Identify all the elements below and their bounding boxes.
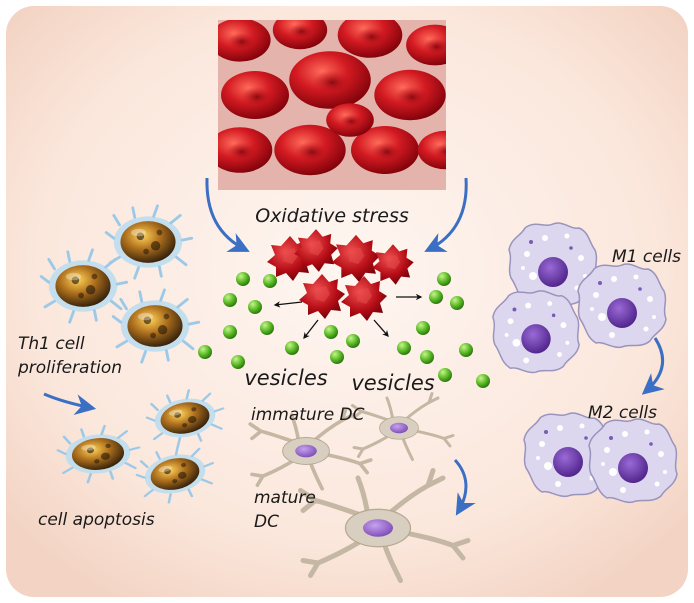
vesicle-icon [223,325,237,339]
m1-cells-label: M1 cells [612,247,681,267]
vesicle-icon [450,296,464,310]
vesicle-icon [438,368,452,382]
vesicle-icon [223,293,237,307]
vesicle-icon [231,355,245,369]
arrow-proliferation-to-apoptosis [43,392,97,416]
th1-cell-label: Th1 cell [18,334,85,354]
vesicle-icon [324,325,338,339]
arrow-m1-to-m2 [641,337,665,395]
arrow-down-right [373,319,389,337]
vesicles-label-left: vesicles [244,366,327,390]
cell-apoptosis-label: cell apoptosis [38,510,155,530]
vesicle-icon [263,274,277,288]
oxidative-stress-label: Oxidative stress [255,205,409,227]
macrophage-icon [588,418,678,504]
vesicle-icon [420,350,434,364]
arrow-photo-right [424,177,468,252]
vesicle-icon [260,321,274,335]
arrow-photo-left [205,177,250,252]
dc-label: DC [254,512,279,532]
vesicle-icon [459,343,473,357]
vesicle-icon [437,272,451,286]
vesicles-label-right: vesicles [351,371,434,395]
vesicle-icon [346,334,360,348]
vesicle-icon [330,350,344,364]
red-blood-cell-photo [218,20,446,190]
proliferation-label: proliferation [17,358,122,378]
arrow-down-left [303,319,319,340]
immature-dc-label: immature DC [251,405,365,425]
vesicle-icon [285,341,299,355]
mature-label: mature [254,488,316,508]
vesicle-icon [397,341,411,355]
vesicle-icon [236,272,250,286]
vesicle-icon [198,345,212,359]
vesicle-icon [248,300,262,314]
macrophage-icon [577,263,667,349]
vesicle-icon [429,290,443,304]
arrow-to-left-vesicles [273,301,303,308]
macrophage-icon [492,290,580,374]
m2-cells-label: M2 cells [588,403,657,423]
vesicle-icon [476,374,490,388]
m2-macrophages [523,412,678,504]
vesicle-icon [416,321,430,335]
arrow-immature-to-mature-dc [453,458,476,516]
